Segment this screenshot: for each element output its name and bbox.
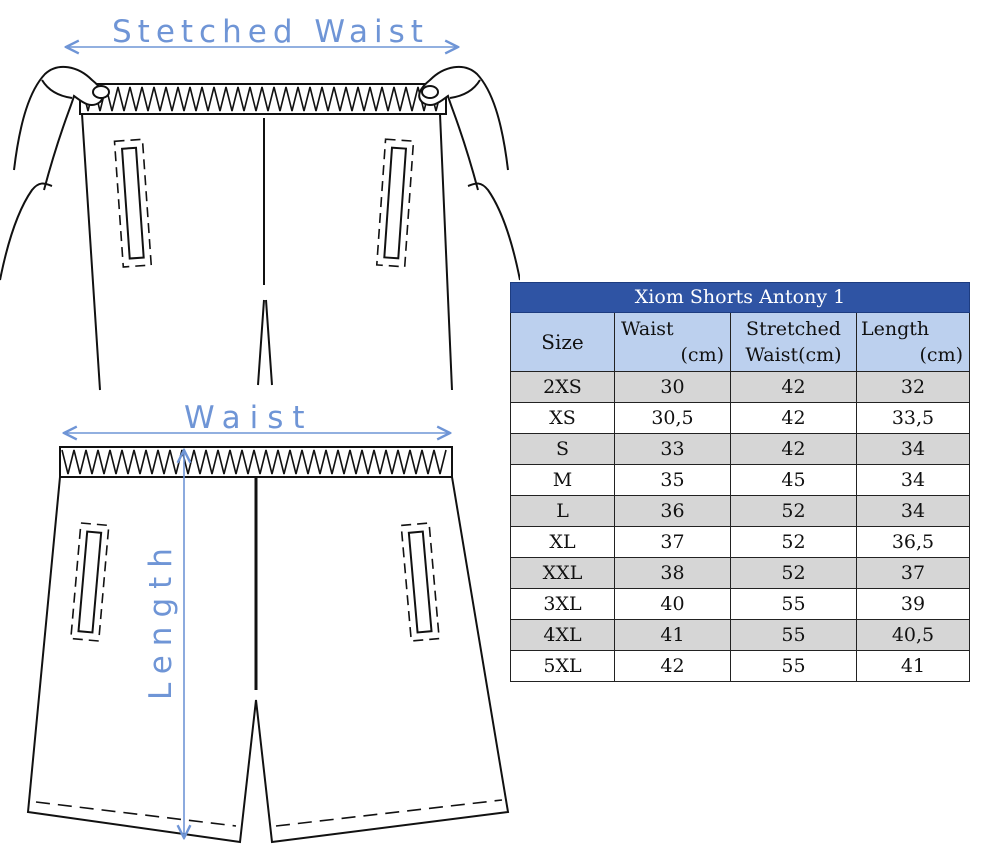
cell-size: 5XL — [510, 650, 615, 682]
waist-label: Waist — [184, 400, 314, 436]
cell-size: L — [510, 495, 615, 527]
cell-stretched-waist: 55 — [730, 588, 857, 620]
cell-size: S — [510, 433, 615, 465]
shorts-illustration — [0, 0, 520, 844]
header-stretched-line1: Stretched — [746, 318, 841, 340]
cell-length: 36,5 — [856, 526, 970, 558]
stretched-shorts-drawing — [0, 47, 520, 391]
cell-length: 32 — [856, 371, 970, 403]
cell-stretched-waist: 42 — [730, 371, 857, 403]
cell-waist: 40 — [614, 588, 731, 620]
cell-stretched-waist: 45 — [730, 464, 857, 496]
cell-waist: 30,5 — [614, 402, 731, 434]
relaxed-shorts-drawing — [26, 433, 510, 844]
cell-waist: 38 — [614, 557, 731, 589]
cell-size: 2XS — [510, 371, 615, 403]
cell-size: XL — [510, 526, 615, 558]
header-length: Length (cm) — [856, 312, 970, 372]
cell-length: 33,5 — [856, 402, 970, 434]
cell-stretched-waist: 52 — [730, 557, 857, 589]
cell-waist: 42 — [614, 650, 731, 682]
header-waist-line1: Waist — [621, 318, 674, 340]
cell-size: XS — [510, 402, 615, 434]
header-length-line1: Length — [861, 318, 930, 340]
cell-length: 40,5 — [856, 619, 970, 651]
cell-waist: 30 — [614, 371, 731, 403]
stretched-waist-label: Stetched Waist — [112, 14, 429, 50]
header-stretched-waist: Stretched Waist(cm) — [730, 312, 857, 372]
cell-size: M — [510, 464, 615, 496]
cell-size: 3XL — [510, 588, 615, 620]
header-waist: Waist (cm) — [614, 312, 731, 372]
header-stretched-line2: Waist(cm) — [745, 344, 842, 366]
cell-length: 34 — [856, 433, 970, 465]
cell-length: 37 — [856, 557, 970, 589]
cell-stretched-waist: 55 — [730, 650, 857, 682]
cell-stretched-waist: 42 — [730, 433, 857, 465]
cell-stretched-waist: 52 — [730, 495, 857, 527]
cell-length: 34 — [856, 464, 970, 496]
cell-waist: 33 — [614, 433, 731, 465]
length-label: Length — [143, 539, 179, 700]
table-title: Xiom Shorts Antony 1 — [510, 282, 970, 313]
cell-waist: 35 — [614, 464, 731, 496]
table-header-row: Size Waist (cm) Stretched Waist(cm) Leng… — [510, 312, 970, 372]
cell-length: 34 — [856, 495, 970, 527]
cell-waist: 41 — [614, 619, 731, 651]
cell-waist: 36 — [614, 495, 731, 527]
cell-length: 39 — [856, 588, 970, 620]
cell-stretched-waist: 52 — [730, 526, 857, 558]
header-length-line2: (cm) — [919, 344, 963, 366]
cell-size: XXL — [510, 557, 615, 589]
cell-stretched-waist: 55 — [730, 619, 857, 651]
cell-stretched-waist: 42 — [730, 402, 857, 434]
cell-length: 41 — [856, 650, 970, 682]
size-chart-table: Xiom Shorts Antony 1 Size Waist (cm) Str… — [510, 282, 970, 682]
header-size: Size — [510, 312, 615, 372]
header-waist-line2: (cm) — [680, 344, 724, 366]
cell-waist: 37 — [614, 526, 731, 558]
cell-size: 4XL — [510, 619, 615, 651]
